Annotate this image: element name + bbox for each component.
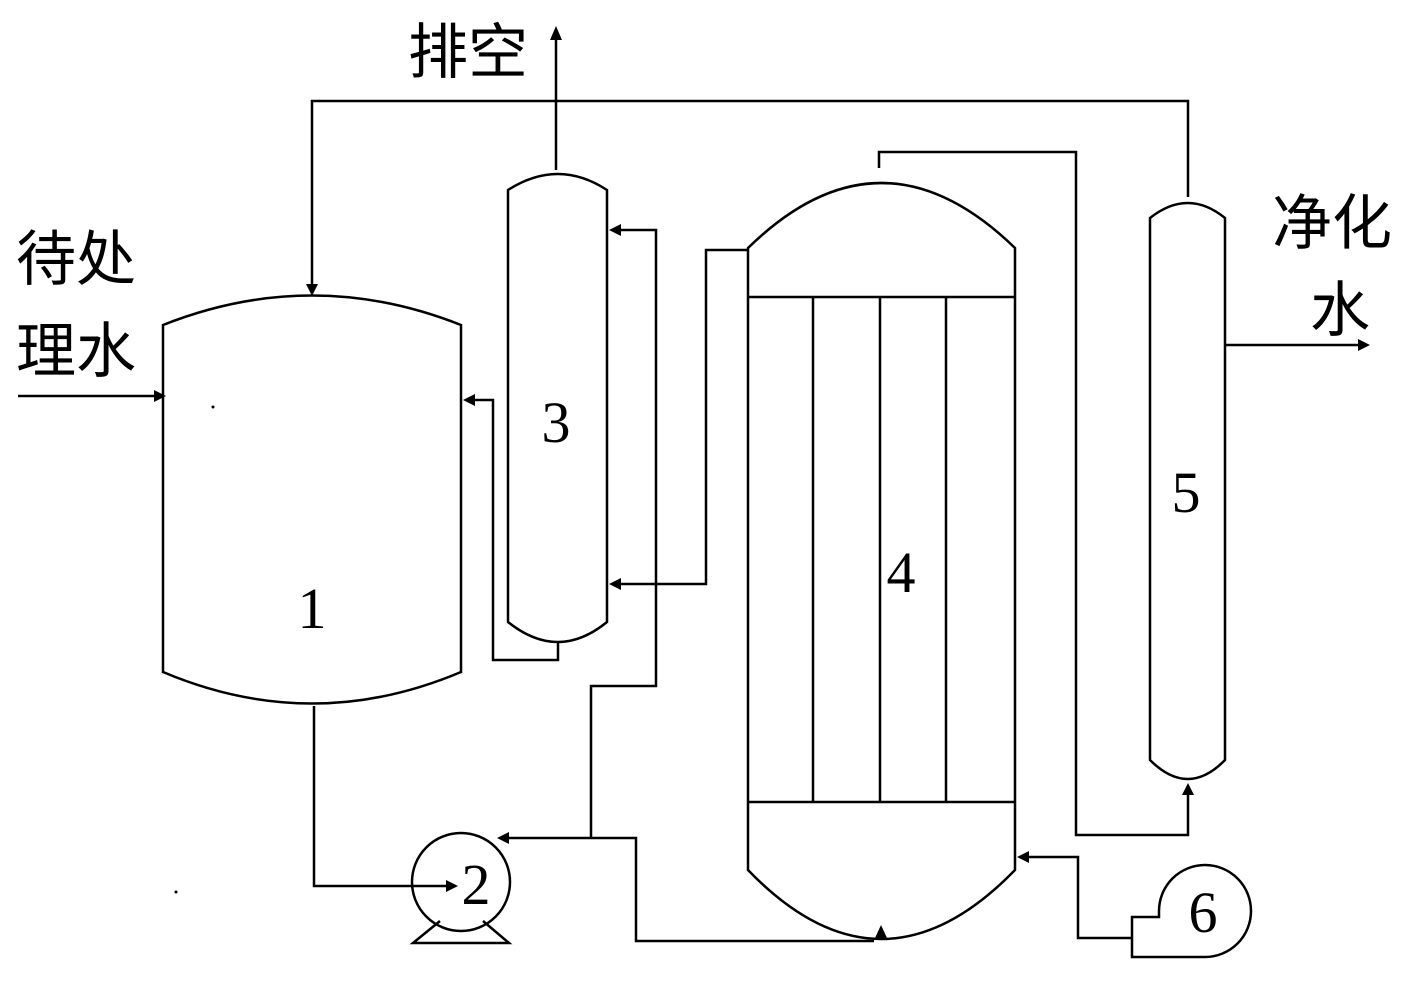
pump-2-number: 2: [462, 852, 491, 917]
arrow-icon: [497, 832, 509, 844]
speck: [174, 890, 178, 894]
speck: [211, 405, 215, 409]
tank-1: [161, 294, 463, 705]
column3-to-tank-line: [474, 398, 560, 662]
blower-6: [1130, 863, 1253, 959]
reactor-4: [746, 181, 1017, 941]
blower-to-reactor-line: [1028, 855, 1132, 940]
arrow-icon: [609, 578, 621, 590]
arrow-icon: [875, 925, 887, 938]
tank-to-pump-line: [312, 706, 448, 888]
feed-water-label-line2: 理水: [16, 317, 136, 387]
tank-1-number: 1: [298, 576, 327, 641]
blower-6-number: 6: [1189, 880, 1218, 945]
arrow-icon: [550, 26, 562, 40]
arrow-icon: [1017, 851, 1029, 863]
arrow-icon: [154, 390, 166, 402]
vent-label: 排空: [408, 18, 528, 88]
arrow-icon: [463, 394, 475, 406]
arrow-icon: [1358, 339, 1370, 351]
purified-water-label-line2: 水: [1310, 276, 1370, 346]
arrow-icon: [609, 224, 621, 236]
pump-2: [409, 831, 513, 945]
arrow-icon: [1182, 783, 1194, 795]
column-5: [1148, 201, 1227, 781]
feed-water-label-line1: 待处: [16, 225, 136, 295]
recycle-to-column3-line: [589, 228, 658, 838]
reactor-4-number: 4: [887, 540, 916, 605]
pump-discharge-line: [509, 836, 874, 943]
column-3: [506, 172, 609, 644]
column5-recycle-line: [310, 99, 1190, 285]
arrow-icon: [306, 284, 318, 296]
column-5-number: 5: [1172, 460, 1201, 525]
purified-water-label-line1: 净化: [1272, 189, 1392, 259]
reactor-to-column3-line: [620, 248, 748, 586]
reactor-to-column5-line: [877, 150, 1190, 837]
arrow-icon: [446, 880, 458, 892]
column-3-number: 3: [542, 390, 571, 455]
